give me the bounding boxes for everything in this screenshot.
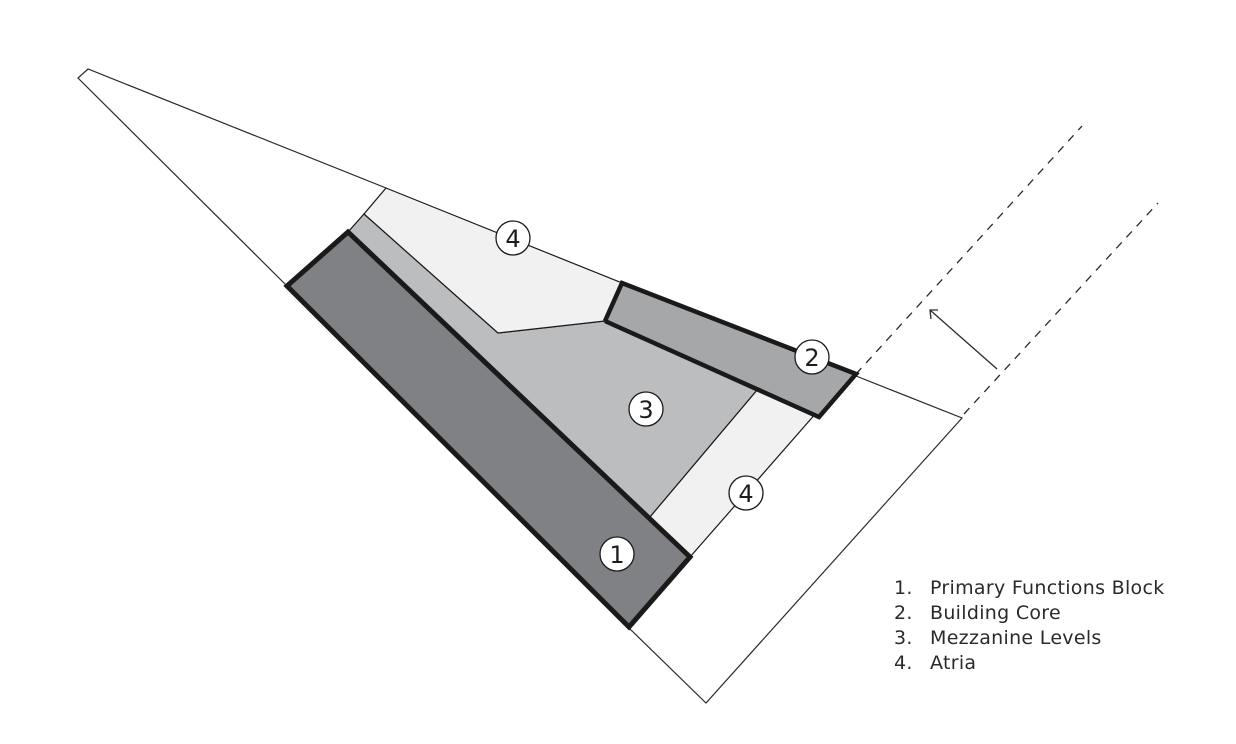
legend-item-number: 1. [894, 577, 913, 599]
legend-item: 3. Mezzanine Levels [894, 626, 1165, 651]
legend-item-label: Mezzanine Levels [930, 627, 1102, 649]
svg-text:4: 4 [738, 480, 753, 508]
legend-item: 2. Building Core [894, 601, 1165, 626]
svg-text:3: 3 [638, 396, 653, 424]
primary-functions-zone [283, 228, 694, 631]
legend-item: 1. Primary Functions Block [894, 576, 1165, 601]
marker-mezzanine: 3 [628, 391, 664, 427]
building-core-outline [602, 280, 860, 420]
svg-text:1: 1 [609, 541, 624, 569]
atrium-top-zone [363, 187, 623, 334]
legend-item-number: 4. [894, 652, 913, 674]
legend-item-label: Primary Functions Block [930, 577, 1165, 599]
legend-item-number: 3. [894, 627, 913, 649]
direction-arrow-icon [929, 309, 998, 370]
marker-primary-functions: 1 [599, 536, 635, 572]
projection-dashed-line [855, 125, 1083, 375]
legend: 1. Primary Functions Block 2. Building C… [894, 576, 1165, 676]
legend-item-label: Building Core [930, 602, 1061, 624]
site-boundary-lower [628, 375, 964, 704]
marker-atrium-right: 4 [728, 475, 764, 511]
svg-text:2: 2 [804, 344, 819, 372]
legend-item: 4. Atria [894, 651, 1165, 676]
legend-item-label: Atria [930, 652, 977, 674]
projection-dashed-line [963, 202, 1159, 415]
marker-building-core: 2 [794, 339, 830, 375]
site-boundary [77, 68, 387, 287]
svg-text:4: 4 [505, 225, 520, 253]
marker-atrium-top: 4 [495, 220, 531, 256]
legend-item-number: 2. [894, 602, 913, 624]
